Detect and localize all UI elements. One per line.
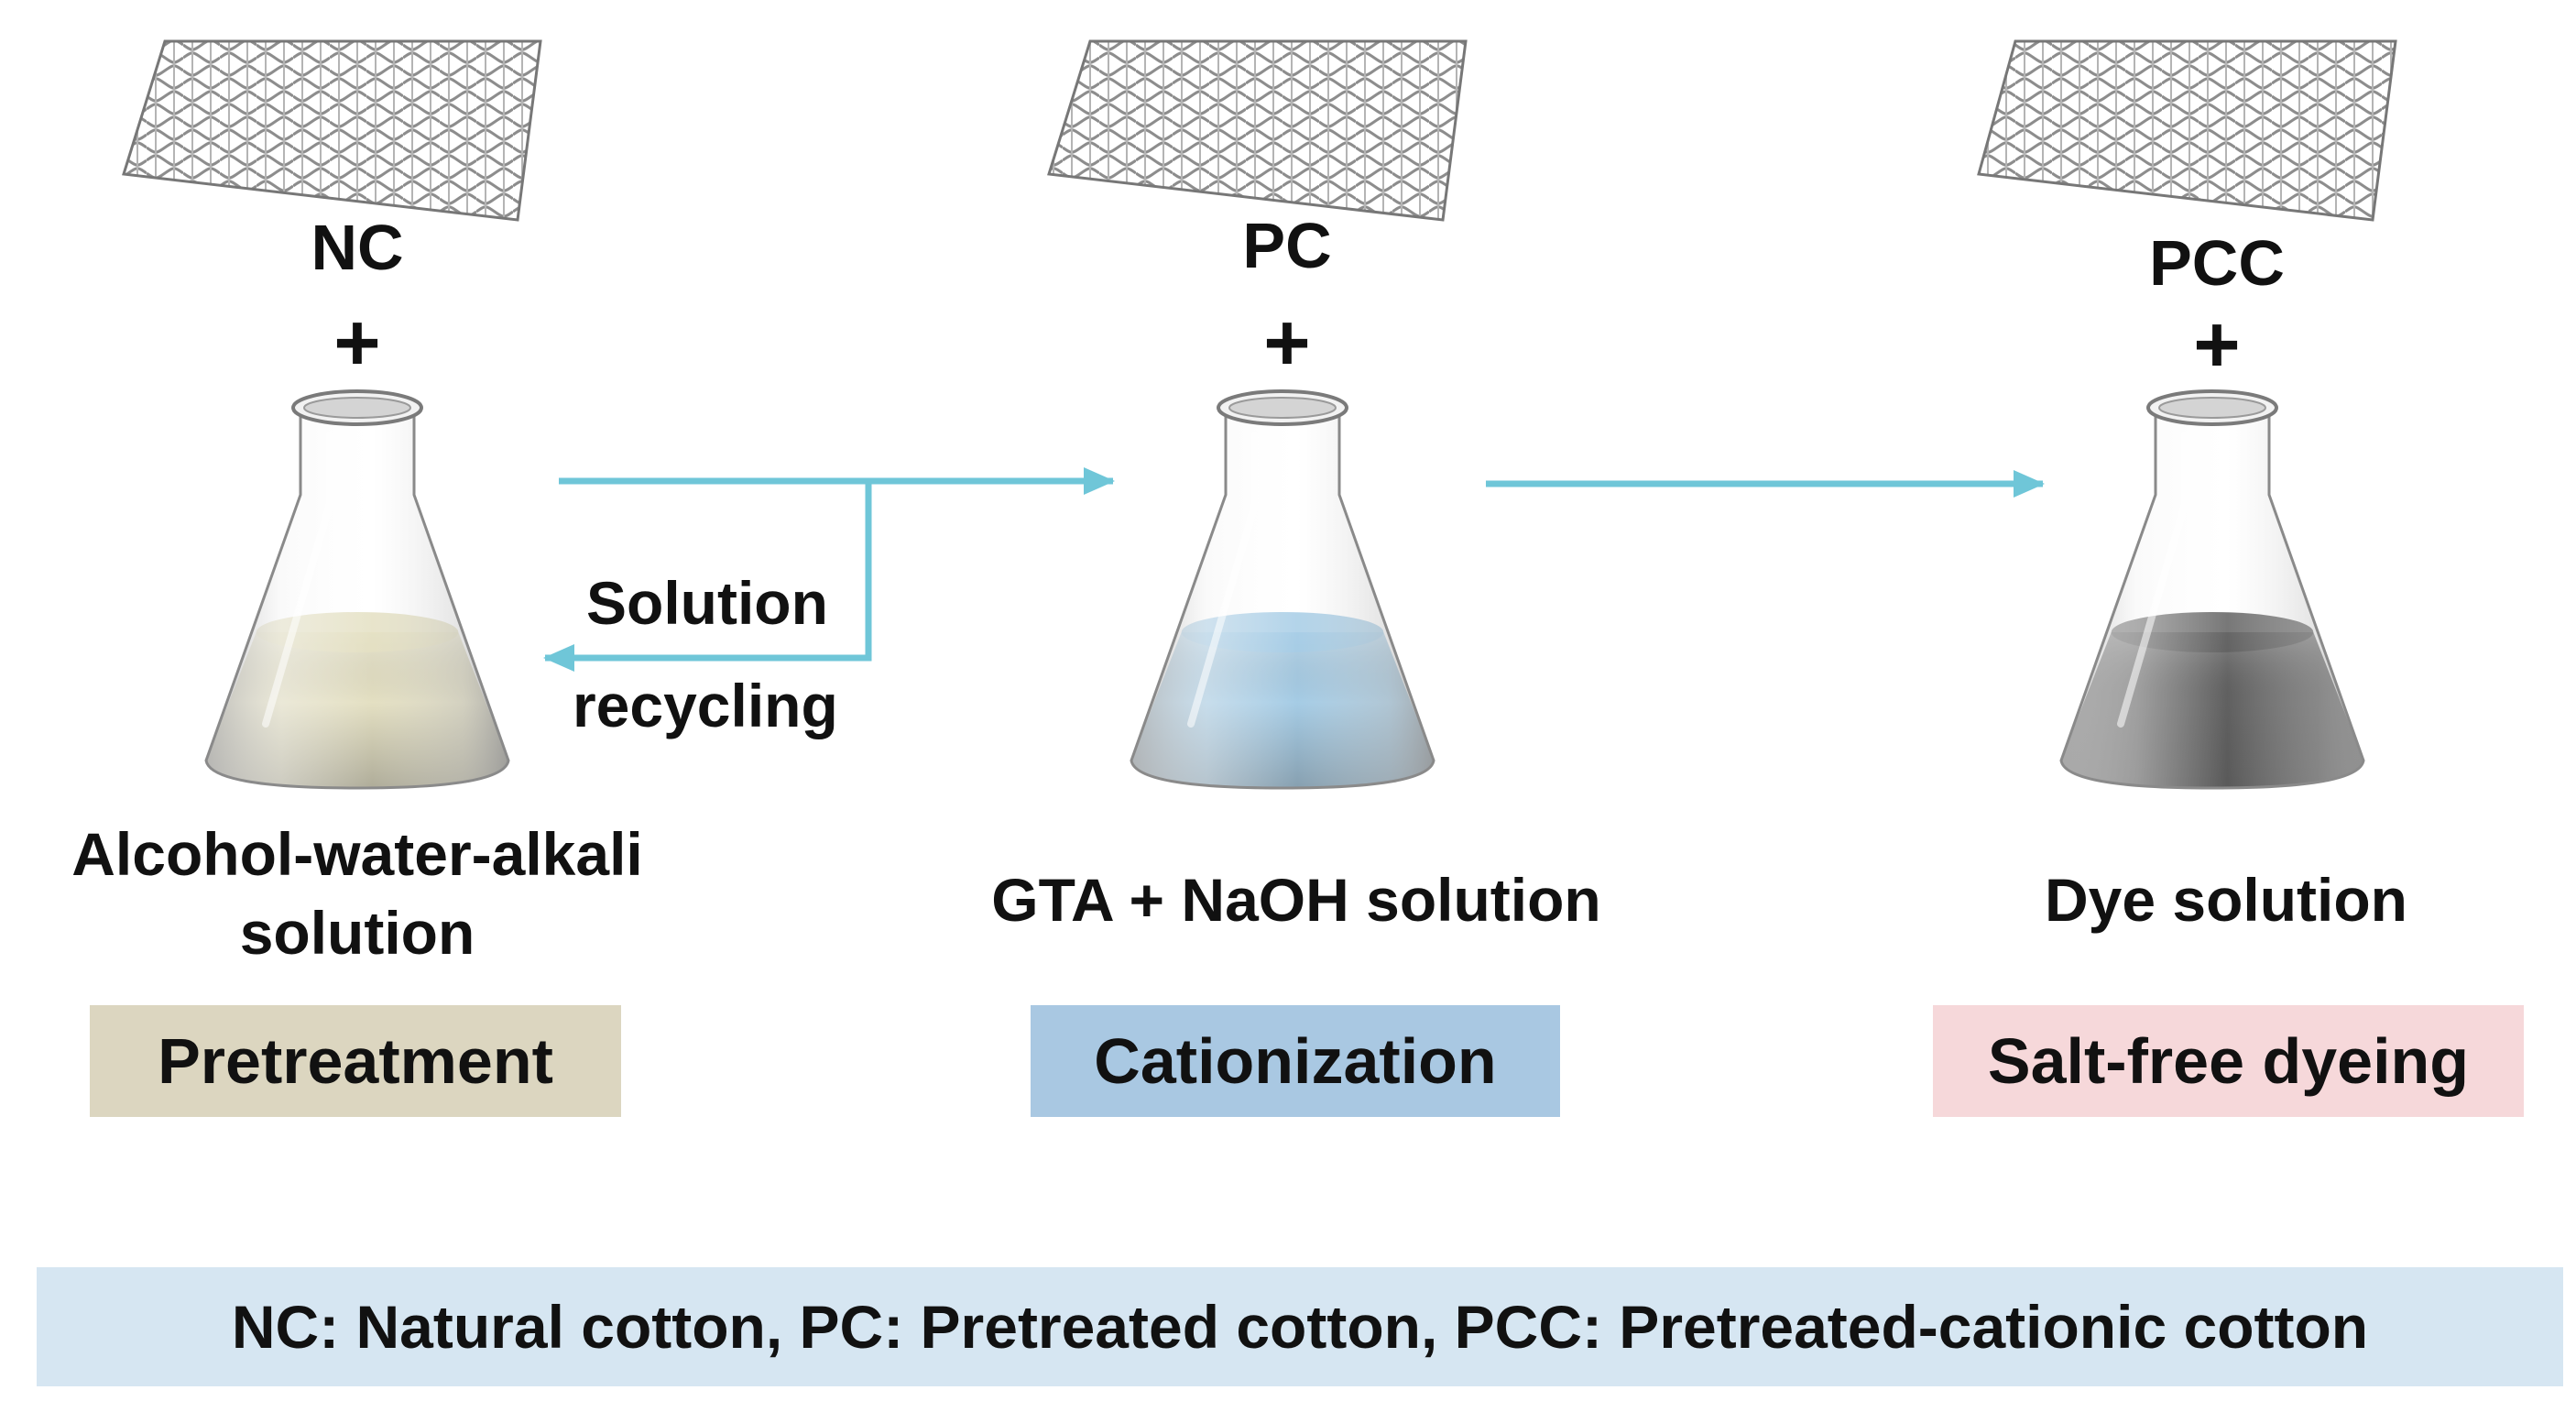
recycling-label-line1: Solution	[586, 569, 828, 637]
step-box-salt-free-dyeing: Salt-free dyeing	[1933, 1005, 2524, 1117]
step-box-pretreatment: Pretreatment	[90, 1005, 621, 1117]
stage-code-pcc: PCC	[2149, 227, 2285, 299]
solution-name-line: Alcohol-water-alkali	[71, 820, 643, 888]
stage-code-nc: NC	[311, 212, 404, 283]
woven-fabric-icon	[1977, 39, 2397, 222]
stage-code-pc: PC	[1242, 210, 1332, 281]
solution-name: Alcohol-water-alkali solution	[9, 815, 705, 973]
erlenmeyer-flask-icon	[1130, 389, 1435, 790]
solution-name: GTA + NaOH solution	[991, 866, 1601, 934]
plus-sign: +	[2193, 299, 2241, 389]
abbreviation-legend: NC: Natural cotton, PC: Pretreated cotto…	[37, 1267, 2563, 1386]
woven-fabric-icon	[122, 39, 542, 222]
plus-sign: +	[1263, 297, 1311, 388]
step-box-cationization: Cationization	[1031, 1005, 1560, 1117]
woven-fabric-icon	[1047, 39, 1468, 222]
erlenmeyer-flask-icon	[2059, 389, 2365, 790]
solution-name: Dye solution	[2044, 866, 2408, 934]
erlenmeyer-flask-icon	[204, 389, 510, 790]
recycling-arrow	[543, 481, 872, 672]
solution-name-line: solution	[239, 898, 475, 967]
recycling-label-line2: recycling	[573, 672, 838, 739]
plus-sign: +	[333, 297, 381, 388]
